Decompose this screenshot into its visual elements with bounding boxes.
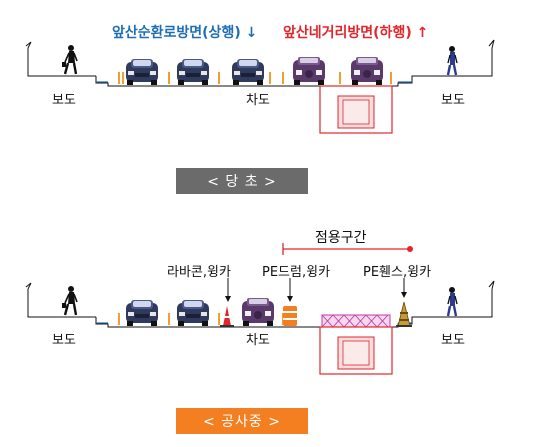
top-lane-post	[269, 72, 271, 84]
bottom-upbound-car	[177, 300, 209, 326]
top-lane-post	[390, 72, 392, 84]
bottom-culvert-inner	[342, 340, 370, 366]
bottom-section	[25, 243, 495, 375]
before-construction-badge: < 당 초 >	[176, 168, 308, 194]
occupied-section-end-marker	[407, 246, 413, 252]
pe-fence-label: PE휀스,윙카	[363, 265, 432, 280]
bottom-suv	[242, 298, 274, 326]
top-left-break-mark	[25, 41, 32, 49]
rubber-cone-arrowhead	[225, 296, 231, 302]
sidewalk-right-label-bottom: 보도	[441, 333, 465, 348]
pe-fence-icon	[321, 314, 391, 328]
bottom-lane-post	[118, 313, 120, 325]
road-label: 차도	[246, 93, 270, 108]
top-upbound-car	[232, 59, 264, 85]
road-label-bottom: 차도	[246, 333, 270, 348]
top-section	[25, 39, 495, 134]
wing-car-sign-icon	[396, 301, 412, 327]
top-underground-structure	[319, 85, 393, 134]
top-lane-post	[218, 72, 220, 84]
top-culvert-inner	[342, 99, 370, 125]
top-lane-post	[282, 72, 284, 84]
top-road-surface	[95, 48, 493, 87]
top-lane-post	[168, 72, 170, 84]
top-upbound-car	[177, 59, 209, 85]
bottom-left-break-mark	[25, 282, 32, 290]
top-lane-post	[118, 72, 120, 84]
top-right-break-mark	[488, 39, 495, 49]
bottom-left-pedestrian	[60, 284, 79, 317]
pe-fence-arrowhead	[401, 292, 407, 298]
rubber-cone-label: 라바콘,윙카	[167, 265, 231, 280]
bottom-right-pedestrian	[446, 285, 459, 318]
downbound-direction-label: 앞산네거리방면(하행) ↑	[283, 25, 429, 41]
rubber-cone-icon	[220, 306, 234, 327]
bottom-lane-post	[168, 313, 170, 325]
top-downbound-suv	[293, 57, 325, 85]
bottom-underground-structure	[319, 326, 393, 375]
bottom-left-sidewalk-line	[27, 289, 96, 318]
pe-drum-icon	[283, 306, 297, 326]
upbound-direction-label: 앞산순환로방면(상행) ↓	[112, 25, 258, 41]
bottom-lane-post	[218, 313, 220, 325]
top-left-pedestrian	[60, 43, 79, 76]
pe-drum-arrowhead	[287, 296, 293, 302]
top-left-sidewalk-line	[27, 48, 96, 77]
sidewalk-left-label-bottom: 보도	[52, 333, 76, 348]
sidewalk-left-label: 보도	[52, 93, 76, 108]
top-downbound-suv	[351, 57, 383, 85]
occupied-section-label: 점용구간	[315, 230, 367, 246]
top-lane-post	[122, 72, 124, 84]
top-upbound-car	[126, 59, 158, 85]
under-construction-badge: < 공사중 >	[176, 408, 308, 434]
top-lane-post	[339, 72, 341, 84]
sidewalk-right-label: 보도	[441, 93, 465, 108]
bottom-upbound-car	[126, 300, 158, 326]
bottom-right-break-mark	[488, 280, 495, 290]
pe-drum-label: PE드럼,윙카	[262, 265, 331, 280]
top-right-pedestrian	[446, 44, 459, 77]
